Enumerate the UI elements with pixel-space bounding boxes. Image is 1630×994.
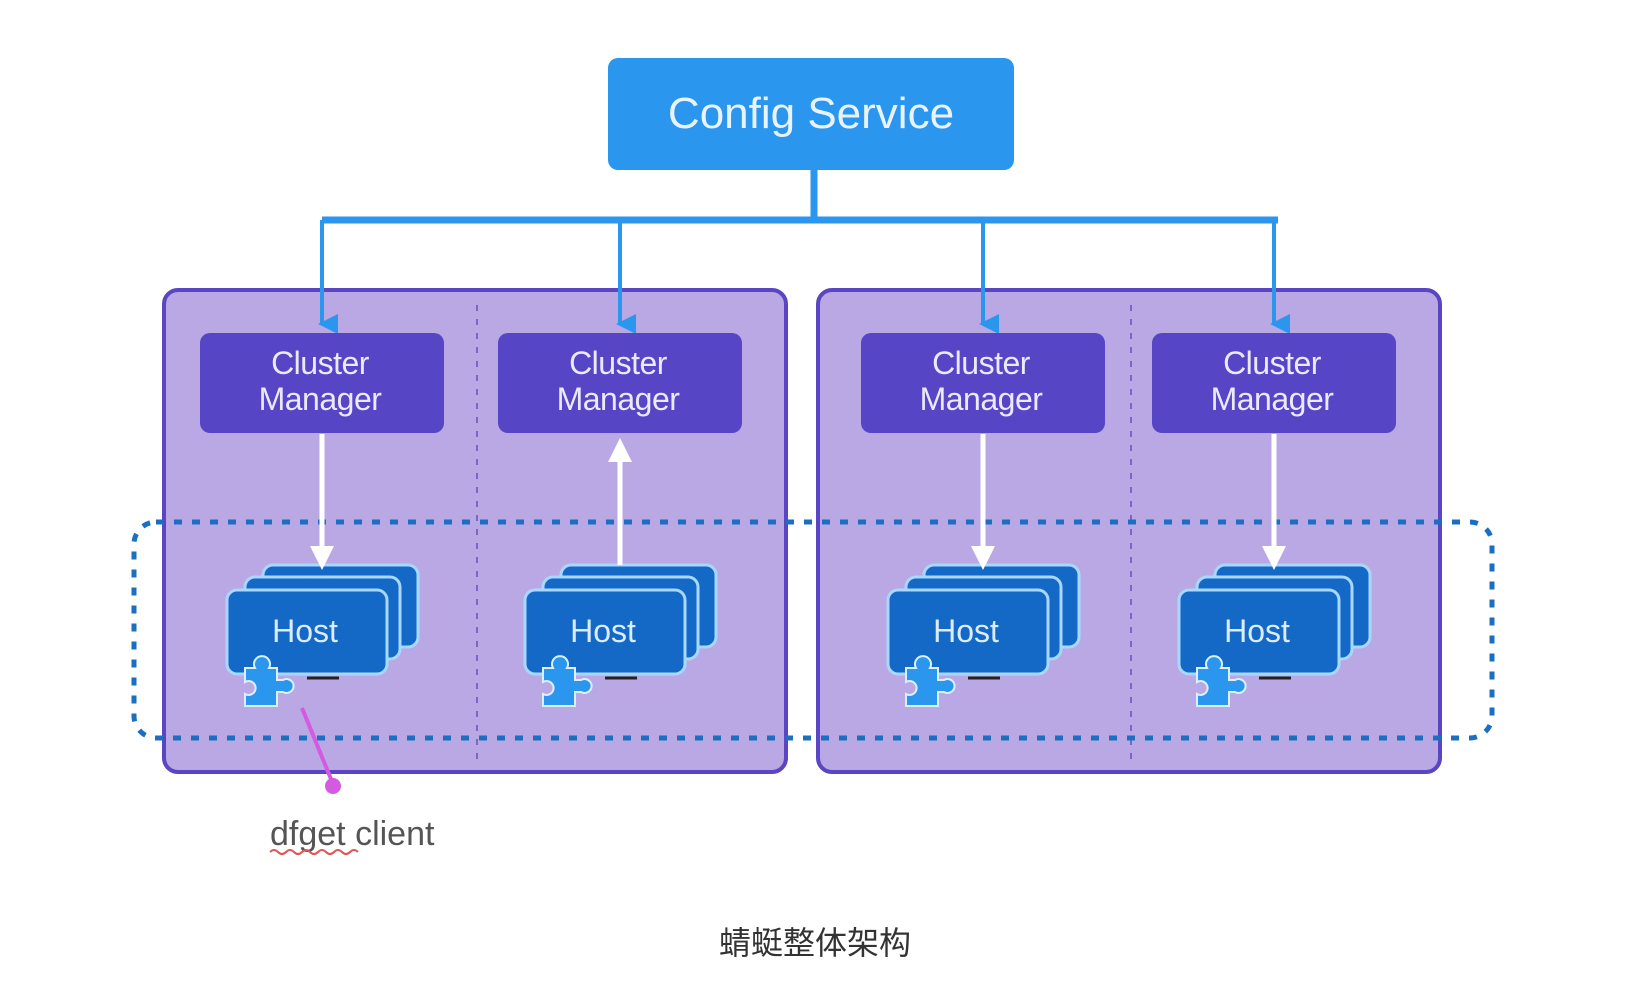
figure-caption: 蜻蜓整体架构 [718, 924, 911, 962]
cluster-manager-label-line1: Cluster [271, 345, 370, 381]
arrow-manager-to-host [310, 434, 334, 570]
config-service-node: Config Service [608, 58, 1014, 170]
spellcheck-underline [269, 849, 359, 855]
arrow-manager-to-host [1262, 434, 1286, 570]
cluster-manager-label-line1: Cluster [569, 345, 668, 381]
cluster-manager-label-line2: Manager [1211, 381, 1335, 417]
cluster-manager-box [1152, 333, 1396, 433]
cluster-manager-label-line2: Manager [259, 381, 383, 417]
client-pointer-dot [325, 778, 341, 794]
host-card-front [1177, 588, 1341, 676]
config-service-label: Config Service [668, 89, 954, 138]
dfget-client-annotation: dfget client [269, 707, 435, 855]
arrow-host-to-manager [608, 438, 632, 565]
host-card-front [886, 588, 1050, 676]
cluster-manager-label-line1: Cluster [932, 345, 1031, 381]
plugin-icon [1196, 655, 1247, 707]
host-card-front [225, 588, 389, 676]
cluster-manager-label-line2: Manager [920, 381, 1044, 417]
host-card-front [523, 588, 687, 676]
config-connectors [322, 170, 1278, 224]
host-region-dotted [131, 519, 1495, 741]
cluster-manager-box [200, 333, 444, 433]
host-label: Host [933, 613, 999, 649]
client-pointer-line [300, 707, 335, 785]
host-label: Host [570, 613, 636, 649]
plugin-icon [244, 655, 295, 707]
dfget-client-label: dfget client [270, 815, 435, 853]
cluster-manager-label-line1: Cluster [1223, 345, 1322, 381]
arrow-manager-to-host [971, 434, 995, 570]
host-label: Host [272, 613, 338, 649]
cluster-manager-box [498, 333, 742, 433]
cluster-manager-label-line2: Manager [557, 381, 681, 417]
cluster-manager-box [861, 333, 1105, 433]
host-label: Host [1224, 613, 1290, 649]
plugin-icon [905, 655, 956, 707]
plugin-icon [542, 655, 593, 707]
